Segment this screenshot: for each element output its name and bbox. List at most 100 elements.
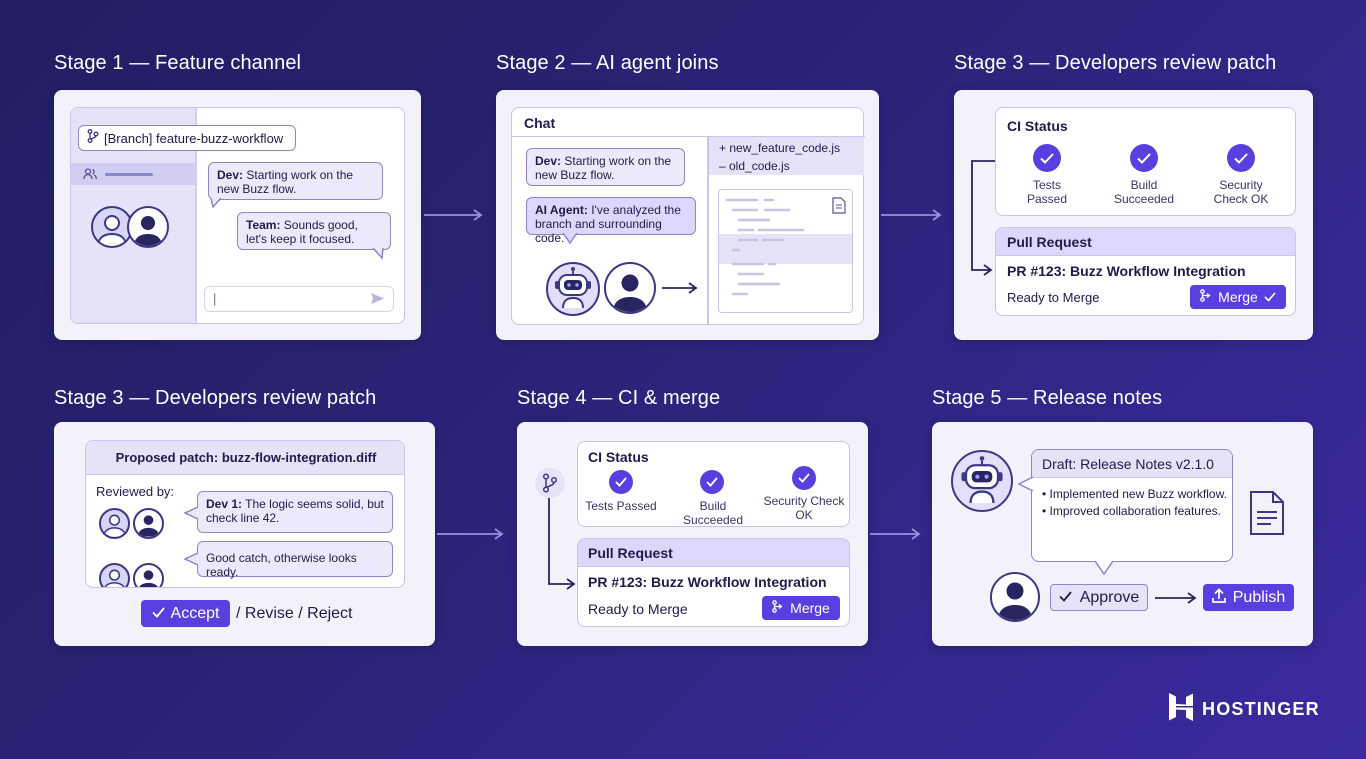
branch-icon [87,128,99,148]
flow-connector [971,160,995,276]
patch-filename[interactable]: Proposed patch: buzz-flow-integration.di… [115,450,377,465]
message-text: Starting work on the new Buzz flow. [217,168,354,196]
message-dev: Dev: Starting work on the new Buzz flow. [208,162,383,200]
input-caret: | [213,291,217,306]
brand-logo: HOSTINGER [1168,692,1320,727]
message-team: Team: Sounds good, let's keep it focused… [237,212,391,250]
publish-button[interactable]: Publish [1203,584,1294,611]
release-notes-draft: Draft: Release Notes v2.1.0 • Implemente… [1031,449,1233,562]
ci-status-label: CI Status [1007,118,1068,134]
check-icon [1227,144,1255,172]
check-icon [1033,144,1061,172]
ci-status-label: CI Status [588,449,649,465]
sidebar-item-active[interactable] [71,163,195,185]
arrow-to-publish [1155,592,1197,604]
release-note-item: • Improved collaboration features. [1042,504,1221,518]
bubble-tail [372,248,384,260]
publish-label: Publish [1232,588,1286,606]
pr-header-label: Pull Request [588,545,673,561]
message-author: Team: [246,218,281,232]
check-icon [609,470,633,494]
accept-button[interactable]: Accept [141,600,230,627]
check-label-security: Security Check OK [763,494,845,522]
robot-avatar [546,262,600,316]
patch-header: Proposed patch: buzz-flow-integration.di… [86,441,404,475]
bubble-tail [1018,476,1034,492]
stage5-title: Stage 5 — Release notes [932,387,1163,409]
stage3a-card: CI Status Tests Passed Build Succeeded S… [954,90,1313,340]
message-text: Starting work on the new Buzz flow. [535,154,672,182]
branch-name: [Branch] feature-buzz-workflow [104,130,284,146]
merge-icon [1200,289,1212,305]
merge-button[interactable]: Merge [762,596,840,620]
avatar-team [127,206,169,248]
avatar-dev [91,206,133,248]
merge-button[interactable]: Merge [1190,285,1286,309]
stage5-card: Draft: Release Notes v2.1.0 • Implemente… [932,422,1313,646]
merge-label: Merge [790,600,830,616]
avatar-user [990,572,1040,622]
send-icon[interactable] [370,292,385,310]
check-label-build: Build Succeeded [682,499,744,527]
brand-name: HOSTINGER [1202,699,1320,719]
revise-reject-actions[interactable]: / Revise / Reject [236,605,353,622]
message-author: Dev: [535,154,562,168]
avatar-reviewer [133,563,164,587]
checkmark-icon [1059,589,1072,607]
check-label-tests: Tests Passed [585,499,657,513]
pr-title[interactable]: PR #123: Buzz Workflow Integration [1007,263,1246,279]
accept-label: Accept [170,604,220,622]
file-added[interactable]: + new_feature_code.js [719,141,841,155]
document-icon [1249,490,1285,541]
bubble-tail [210,198,222,208]
message-text: I've analyzed the branch and surrounding… [535,203,681,245]
users-icon [83,167,97,185]
message-ai-agent: AI Agent: I've analyzed the branch and s… [526,197,696,245]
approve-button[interactable]: Approve [1050,584,1148,611]
message-dev: Dev: Starting work on the new Buzz flow. [526,148,685,186]
branch-tag[interactable]: [Branch] feature-buzz-workflow [78,125,296,151]
pr-header-label: Pull Request [1007,234,1092,250]
check-icon [1130,144,1158,172]
chat-label: Chat [524,115,556,131]
stage1-title: Stage 1 — Feature channel [54,52,302,74]
comment-dev1: Dev 1: The logic seems solid, but check … [197,491,393,533]
ci-status-panel: CI Status Tests Passed Build Succeeded S… [577,441,850,527]
draft-header: Draft: Release Notes v2.1.0 [1032,450,1232,478]
pr-status: Ready to Merge [1007,290,1100,305]
approve-label: Approve [1079,588,1140,606]
comment-text: Good catch, otherwise looks ready. [206,551,357,579]
avatar-dev [604,262,656,314]
hostinger-logo-icon [1168,692,1194,727]
draft-title[interactable]: Draft: Release Notes v2.1.0 [1042,456,1214,472]
comment-text: The logic seems solid, but check line 42… [206,497,384,525]
pr-title[interactable]: PR #123: Buzz Workflow Integration [588,574,827,590]
file-list: + new_feature_code.js – old_code.js [709,137,864,175]
pr-header: Pull Request [996,228,1295,256]
avatar-reviewer [133,508,164,539]
stage2-title: Stage 2 — AI agent joins [496,52,719,74]
stage3b-title: Stage 3 — Developers review patch [54,387,377,409]
document-icon [832,197,846,219]
flow-arrow [437,528,504,540]
message-input[interactable]: | [204,286,394,312]
file-removed[interactable]: – old_code.js [719,159,790,173]
message-author: AI Agent: [535,203,588,217]
flow-arrow [424,209,483,221]
flow-connector [548,498,576,590]
pr-header: Pull Request [578,539,849,567]
pull-request-panel: Pull Request PR #123: Buzz Workflow Inte… [577,538,850,627]
bubble-tail [184,552,199,566]
comment-author: Dev 1: [206,497,243,511]
stage3b-card: Proposed patch: buzz-flow-integration.di… [54,422,435,646]
stage1-card: [Branch] feature-buzz-workflow Dev: Star… [54,90,421,340]
release-note-item: • Implemented new Buzz workflow. [1042,487,1227,501]
upload-icon [1211,587,1226,608]
robot-avatar [951,450,1013,512]
checkmark-icon [1264,289,1276,305]
check-icon [700,470,724,494]
code-preview [718,189,853,313]
stage2-card: Chat + new_feature_code.js – old_code.js… [496,90,879,340]
ci-status-panel: CI Status Tests Passed Build Succeeded S… [995,107,1296,216]
code-lines [725,198,805,296]
